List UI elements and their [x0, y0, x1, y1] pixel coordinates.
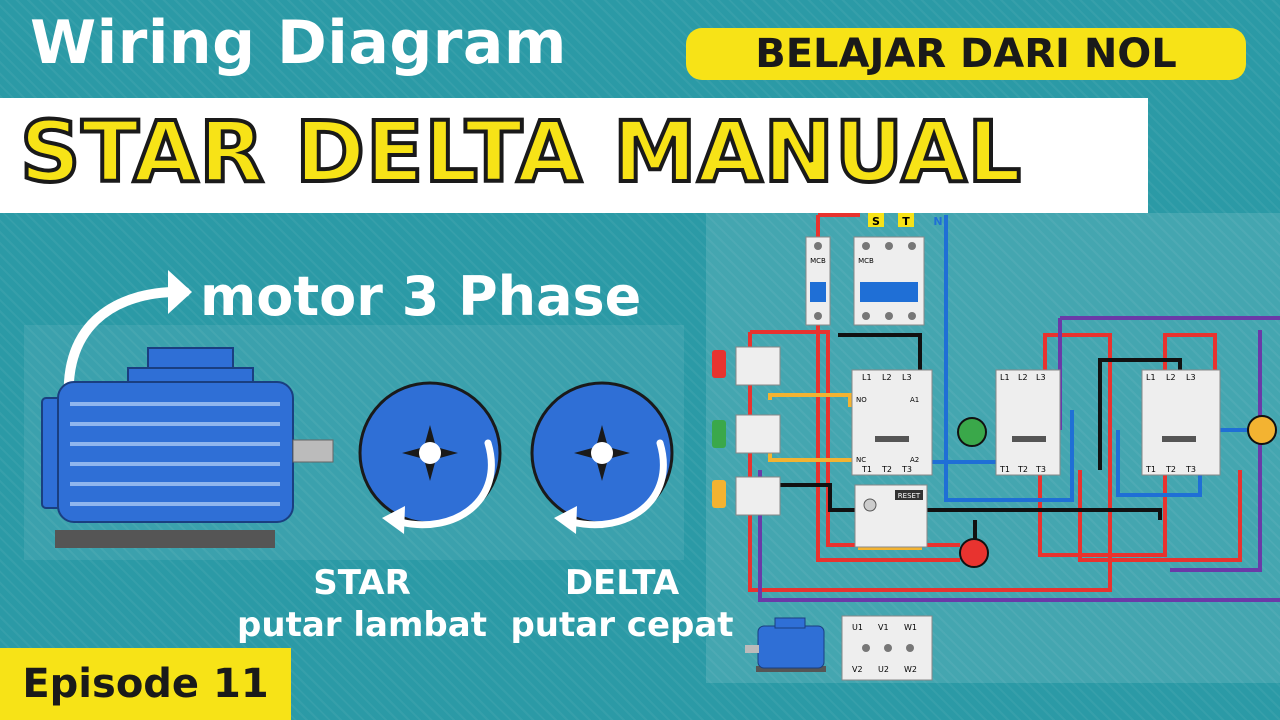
- star-title: STAR: [313, 563, 411, 603]
- headline: STAR DELTA MANUAL: [18, 101, 1023, 203]
- episode-label: Episode 11: [22, 661, 269, 707]
- svg-text:MCB: MCB: [858, 257, 874, 265]
- svg-text:T3: T3: [901, 465, 912, 474]
- svg-text:RESET: RESET: [898, 492, 921, 500]
- svg-text:L2: L2: [1018, 373, 1028, 382]
- svg-text:L1: L1: [1146, 373, 1156, 382]
- svg-text:V2: V2: [852, 665, 863, 674]
- small-motor-icon: [745, 617, 826, 672]
- contactor-delta-icon: L1 L2 L3 T1 T2 T3: [1141, 369, 1221, 476]
- svg-text:T1: T1: [861, 465, 872, 474]
- headline-strip: [0, 98, 1148, 213]
- svg-text:NC: NC: [856, 456, 866, 464]
- motor-icon: [41, 347, 334, 548]
- phase-t-label: T: [902, 215, 910, 228]
- green-lamp-icon: [957, 417, 987, 447]
- delta-rotation-disc: [530, 381, 674, 534]
- tagline-badge: BELAJAR DARI NOL: [686, 28, 1246, 80]
- rotation-arrow-icon: [554, 506, 577, 534]
- contactor-main-icon: L1 L2 L3 NO A1 NC A2 T1 T2 T3: [851, 369, 933, 476]
- svg-text:L3: L3: [1036, 373, 1046, 382]
- svg-text:L2: L2: [882, 373, 892, 382]
- star-subtitle: putar lambat: [237, 605, 487, 645]
- svg-text:A1: A1: [910, 396, 919, 404]
- page-title: Wiring Diagram: [30, 8, 567, 78]
- svg-text:V1: V1: [878, 623, 889, 632]
- svg-text:L1: L1: [862, 373, 872, 382]
- phase-n-label: N: [933, 215, 942, 228]
- star-rotation-disc: [358, 381, 502, 534]
- stop-button-icon: [712, 346, 781, 386]
- star-caption: STAR putar lambat: [232, 562, 492, 646]
- mcb-single-icon: MCB: [805, 236, 831, 326]
- phase-s-label: S: [872, 215, 880, 228]
- motor-terminal-box-icon: U1 V1 W1 V2 U2 W2: [841, 615, 933, 681]
- svg-text:L3: L3: [902, 373, 912, 382]
- switch-button-icon: [712, 476, 781, 516]
- red-lamp-icon: [959, 538, 989, 568]
- delta-title: DELTA: [564, 563, 680, 603]
- overload-relay-icon: RESET: [854, 484, 928, 548]
- svg-text:U1: U1: [852, 623, 863, 632]
- delta-caption: DELTA putar cepat: [506, 562, 738, 646]
- svg-text:T1: T1: [1145, 465, 1156, 474]
- episode-badge: Episode 11: [0, 648, 291, 720]
- svg-text:L3: L3: [1186, 373, 1196, 382]
- svg-text:NO: NO: [856, 396, 867, 404]
- svg-text:T2: T2: [1017, 465, 1028, 474]
- svg-text:T2: T2: [881, 465, 892, 474]
- svg-text:T3: T3: [1035, 465, 1046, 474]
- mcb-three-pole-icon: MCB: [853, 236, 925, 326]
- svg-text:W1: W1: [904, 623, 917, 632]
- yellow-lamp-icon: [1247, 415, 1277, 445]
- contactor-star-icon: L1 L2 L3 T1 T2 T3: [995, 369, 1061, 476]
- svg-text:U2: U2: [878, 665, 889, 674]
- svg-text:A2: A2: [910, 456, 919, 464]
- tagline-text: BELAJAR DARI NOL: [755, 31, 1177, 77]
- svg-text:L2: L2: [1166, 373, 1176, 382]
- svg-text:T2: T2: [1165, 465, 1176, 474]
- motor-label: motor 3 Phase: [200, 265, 642, 328]
- svg-text:MCB: MCB: [810, 257, 826, 265]
- svg-text:T3: T3: [1185, 465, 1196, 474]
- delta-subtitle: putar cepat: [510, 605, 734, 645]
- start-button-icon: [712, 414, 781, 454]
- svg-text:T1: T1: [999, 465, 1010, 474]
- rotation-arrow-icon: [382, 506, 405, 534]
- svg-text:W2: W2: [904, 665, 917, 674]
- svg-text:L1: L1: [1000, 373, 1010, 382]
